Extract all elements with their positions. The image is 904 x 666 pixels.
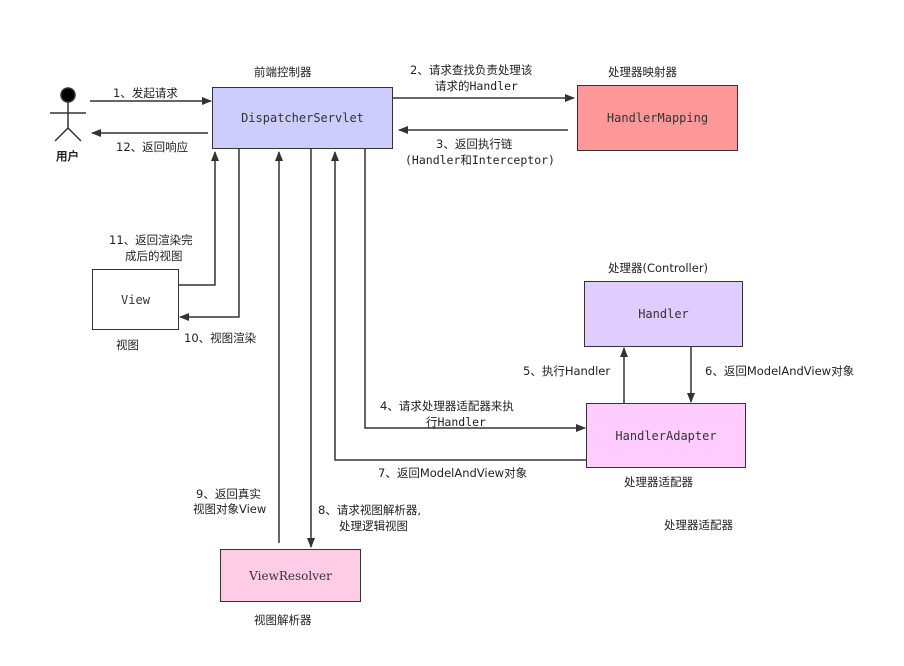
handler-adapter-caption: 处理器适配器 xyxy=(624,475,693,489)
view-box: View xyxy=(92,269,179,330)
step-12-label: 12、返回响应 xyxy=(116,140,189,154)
arrow-7-return-modelandview xyxy=(331,151,587,461)
view-caption: 视图 xyxy=(116,338,139,352)
step-2-label-line1: 2、请求查找负责处理该 xyxy=(410,63,533,77)
handler-mapping-box: HandlerMapping xyxy=(577,85,738,151)
dispatcher-caption: 前端控制器 xyxy=(254,65,312,79)
user-label: 用户 xyxy=(56,149,79,163)
step-11-label-line2: 成后的视图 xyxy=(125,249,183,263)
view-resolver-box: ViewResolver xyxy=(220,549,361,602)
handler-caption: 处理器(Controller) xyxy=(608,261,709,275)
view-resolver-caption: 视图解析器 xyxy=(254,613,312,627)
step-4-label-line1: 4、请求处理器适配器来执 xyxy=(380,399,514,413)
handler-box: Handler xyxy=(584,281,743,347)
step-11-label-line1: 11、返回渲染完 xyxy=(109,233,193,247)
step-3-label-line2: (Handler和Interceptor) xyxy=(405,153,555,167)
handler-mapping-caption: 处理器映射器 xyxy=(608,65,677,79)
step-6-label: 6、返回ModelAndView对象 xyxy=(705,364,855,378)
step-9-label-line1: 9、返回真实 xyxy=(196,487,261,501)
step-5-label: 5、执行Handler xyxy=(523,364,611,378)
step-8-label-line2: 处理逻辑视图 xyxy=(339,519,408,533)
step-9-label-line2: 视图对象View xyxy=(193,502,267,516)
step-10-label: 10、视图渲染 xyxy=(184,331,257,345)
user-leg-right xyxy=(67,127,82,142)
arrow-11-return-rendered xyxy=(178,151,219,286)
handler-adapter-box: HandlerAdapter xyxy=(586,403,746,468)
step-3-label-line1: 3、返回执行链 xyxy=(436,137,513,151)
step-2-label-line2: 请求的Handler xyxy=(435,79,518,93)
user-leg-left xyxy=(54,127,69,142)
step-4-label-line2: 行Handler xyxy=(426,415,486,429)
user-head xyxy=(60,87,76,103)
step-8-label-line1: 8、请求视图解析器, xyxy=(318,503,421,517)
handler-adapter-caption-extra: 处理器适配器 xyxy=(664,518,733,532)
step-1-label: 1、发起请求 xyxy=(113,86,178,100)
dispatcher-servlet-box: DispatcherServlet xyxy=(212,87,393,149)
step-7-label: 7、返回ModelAndView对象 xyxy=(378,466,528,480)
arrow-4-call-adapter xyxy=(364,148,586,432)
arrow-10-render xyxy=(179,148,240,321)
